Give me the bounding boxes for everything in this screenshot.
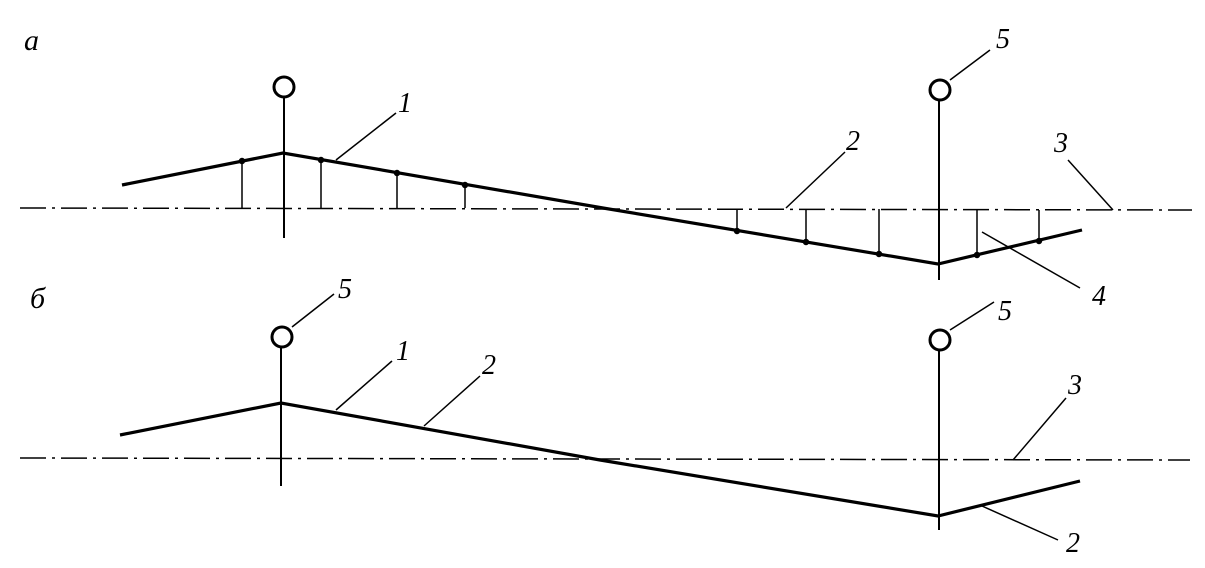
support-marker-right-b [928,328,952,352]
panel-b: б 5 1 2 3 5 2 [19,274,1191,559]
leader-line-4 [981,231,1081,289]
ordinate-dot [238,157,246,165]
callout-3: 3 [1053,128,1068,159]
leader-line-5-right [949,301,995,331]
callouts-b: 5 1 2 3 5 2 [291,274,1082,559]
profile-line-b [119,401,1081,518]
leader-line-1 [335,112,397,161]
callout-1: 1 [396,336,410,367]
panel-a: а [19,24,1193,312]
reference-line-b [19,457,1191,461]
callout-4: 4 [1092,281,1106,312]
panel-a-label: а [24,24,39,57]
callout-5: 5 [996,24,1010,55]
leader-line-5 [949,49,991,81]
leader-line-1 [335,360,393,411]
ordinates-a [238,156,1043,259]
ordinate-dot [733,227,741,235]
profile-line-a [121,151,1083,266]
ordinate-dot [317,156,325,164]
support-marker-right-a [928,78,952,102]
ordinate-dot [875,250,883,258]
ordinate-dot [802,238,810,246]
leader-line-2 [785,151,846,209]
panel-b-label: б [30,282,46,315]
support-marker-left-b [270,325,294,349]
leader-line-5-left [291,293,335,328]
callout-3: 3 [1067,370,1082,401]
callout-5-right: 5 [998,296,1012,327]
callout-2: 2 [482,350,496,381]
ordinate-dot [393,169,401,177]
leader-line-2 [423,375,481,427]
callout-1: 1 [398,88,412,119]
callouts-a: 1 2 3 4 5 [335,24,1114,312]
callout-2-lower: 2 [1066,528,1080,559]
ordinate-dot [461,181,469,189]
support-marker-left-a [272,75,296,99]
callout-5-left: 5 [338,274,352,305]
ordinate-dot [1035,237,1043,245]
callout-2: 2 [846,126,860,157]
leader-line-3 [1067,159,1114,211]
leader-line-2-lower [981,505,1059,541]
ordinate-dot [973,251,981,259]
leader-line-3 [1012,397,1067,461]
